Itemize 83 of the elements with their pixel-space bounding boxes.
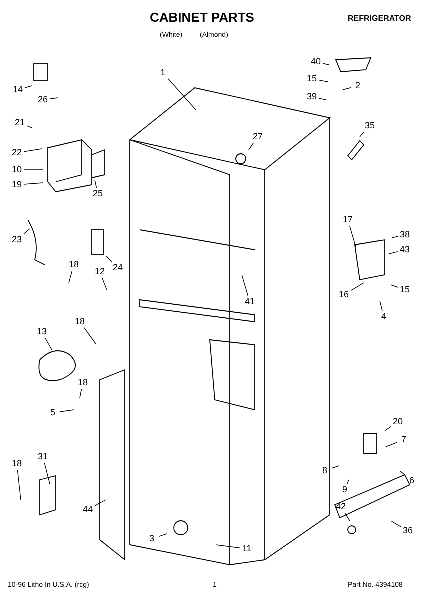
leader-line — [322, 63, 330, 66]
callout-number: 23 — [12, 234, 22, 246]
callout-number: 42 — [336, 502, 346, 512]
leader-line — [350, 282, 364, 292]
leader-line — [94, 180, 98, 188]
callout-number: 9 — [342, 484, 348, 496]
leader-line — [44, 338, 52, 350]
callout-number: 15 — [307, 74, 317, 84]
leader-line — [347, 480, 350, 484]
leader-line — [94, 500, 106, 506]
callout-number: 21 — [15, 118, 25, 128]
callout-number: 18 — [12, 458, 22, 470]
leader-line — [60, 410, 74, 412]
callout-number: 39 — [307, 92, 317, 102]
callout-number: 20 — [393, 416, 403, 428]
callout-number: 27 — [253, 132, 263, 142]
leader-line — [390, 520, 402, 528]
callout-number: 18 — [75, 316, 85, 328]
callout-number: 10 — [12, 164, 22, 176]
leader-line — [390, 284, 398, 288]
leader-line — [17, 470, 22, 500]
leader-line — [318, 80, 328, 82]
leader-line — [332, 466, 340, 469]
callout-number: 4 — [382, 312, 386, 322]
callout-number: 11 — [242, 544, 252, 554]
leader-line — [318, 98, 326, 100]
leader-line — [248, 142, 254, 150]
leader-line — [24, 228, 30, 234]
callout-number: 2 — [356, 80, 360, 92]
callout-number: 18 — [78, 378, 88, 388]
leader-line — [342, 88, 352, 90]
leader-line — [80, 388, 82, 398]
leader-line — [384, 426, 392, 432]
callout-number: 26 — [38, 94, 48, 106]
leader-line — [360, 132, 365, 138]
leader-line — [388, 251, 398, 254]
leader-line — [24, 86, 32, 88]
leader-line — [242, 274, 249, 296]
callout-number: 17 — [343, 214, 353, 226]
callout-number: 13 — [37, 326, 47, 338]
callout-number: 19 — [12, 180, 22, 190]
callout-number: 8 — [322, 466, 328, 476]
callout-number: 14 — [13, 84, 23, 96]
leader-line — [386, 442, 398, 448]
callout-number: 36 — [403, 526, 413, 536]
leader-line — [400, 470, 406, 476]
callout-number: 16 — [339, 290, 349, 300]
leader-line — [24, 148, 42, 152]
callout-number: 44 — [83, 504, 93, 516]
header-text: REFRIGERATOR — [348, 14, 412, 23]
callout-number: 41 — [245, 296, 255, 308]
leader-line — [168, 78, 196, 110]
title: CABINET PARTS — [150, 10, 254, 25]
callout-number: 22 — [12, 148, 22, 158]
callout-number: 15 — [400, 284, 410, 296]
leader-line — [380, 300, 383, 312]
leader-line — [24, 182, 44, 185]
leader-line — [50, 98, 58, 100]
leader-line — [392, 236, 398, 238]
callout-number: 24 — [113, 262, 123, 274]
leader-line — [44, 462, 50, 484]
callout-number: 7 — [402, 434, 406, 446]
callout-number: 31 — [38, 452, 48, 462]
leader-line — [26, 126, 32, 128]
callout-number: 3 — [150, 534, 154, 544]
leader-line — [68, 270, 73, 284]
leader-line — [106, 256, 112, 262]
leader-line — [158, 534, 168, 538]
callout-number: 18 — [69, 260, 79, 270]
callout-number: 38 — [400, 230, 410, 240]
leader-line — [349, 226, 356, 248]
leader-line — [344, 512, 350, 522]
leader-line — [216, 544, 240, 548]
callout-number: 43 — [400, 244, 410, 256]
callout-number: 40 — [311, 56, 321, 68]
callout-number: 25 — [93, 188, 103, 200]
leader-line — [84, 328, 96, 344]
leader-line — [102, 278, 108, 290]
callout-number: 6 — [410, 476, 414, 486]
callout-number: 12 — [95, 266, 105, 278]
callout-number: 5 — [50, 408, 56, 418]
callout-number: 1 — [160, 68, 166, 78]
callout-number: 35 — [365, 120, 375, 132]
